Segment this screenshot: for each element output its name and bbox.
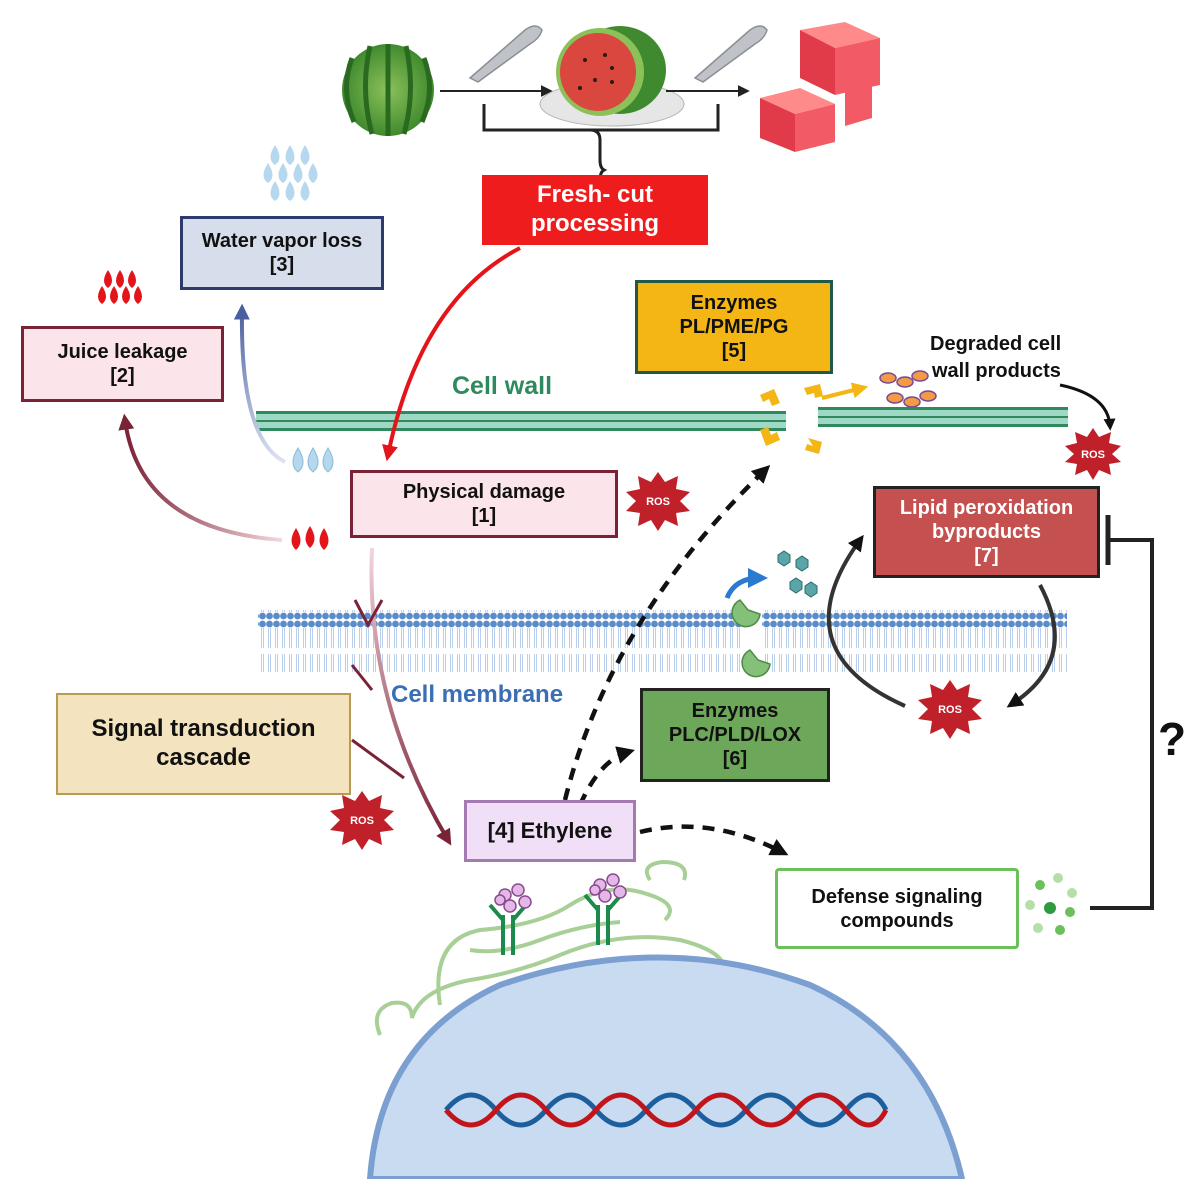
cell-membrane (258, 610, 1067, 672)
watermelon-icon (342, 44, 434, 136)
arrow-to-juice-leakage (118, 413, 283, 542)
physical-damage-box: Physical damage [1] (350, 470, 618, 538)
defense-compounds-icon (1025, 873, 1077, 935)
arrow-enzyme-to-products (821, 382, 869, 400)
juice-drops-icon (291, 526, 329, 550)
enzymes-plc-line2: PLC/PLD/LOX (668, 724, 802, 746)
degraded-label-line2: wall products (932, 360, 1061, 382)
ros-burst-icon: ROS (1065, 428, 1121, 480)
arrow-fresh-cut-to-damage (382, 246, 521, 462)
scalpel-icon (693, 25, 768, 83)
water-vapor-line2: [3] (269, 254, 295, 276)
enzymes-plc-line1: Enzymes (691, 700, 779, 722)
ethylene-box: [4] Ethylene (464, 800, 636, 862)
watermelon-cubes-icon (760, 22, 880, 152)
svg-text:ROS: ROS (350, 815, 374, 827)
cycle-arrow-lower (1006, 584, 1057, 708)
scalpel-icon (468, 25, 543, 83)
degraded-label-line1: Degraded cell (930, 333, 1062, 355)
arrow-ethylene-to-pl (562, 464, 771, 801)
arrow-ethylene-to-defense (639, 824, 789, 856)
enzymes-pl-line2: PL/PME/PG (679, 316, 789, 338)
defense-line1: Defense signaling (811, 885, 983, 908)
fresh-cut-line2: processing (530, 210, 660, 237)
signal-branches (350, 599, 405, 780)
svg-text:ROS: ROS (1081, 449, 1105, 461)
lipid-line2: byproducts (932, 521, 1041, 543)
water-vapor-line1: Water vapor loss (201, 230, 363, 252)
arrow-enzyme-product (724, 568, 768, 600)
lipid-line3: [7] (974, 545, 999, 567)
nucleus-icon (366, 954, 966, 1179)
degraded-products-icon (879, 370, 937, 408)
juice-leakage-line2: [2] (110, 365, 135, 387)
cell-wall (256, 407, 1068, 431)
ros-burst-icon: ROS (626, 472, 690, 531)
defense-signaling-box: Defense signaling compounds (775, 868, 1019, 949)
physical-damage-line2: [1] (471, 505, 497, 527)
signal-line2: cascade (156, 744, 251, 771)
juice-leakage-box: Juice leakage [2] (21, 326, 224, 402)
juice-drops-icon (98, 270, 142, 304)
enzyme-icon (731, 599, 771, 678)
arrow-damage-to-ethylene (369, 547, 452, 846)
dna-icon (444, 1092, 889, 1128)
cell-wall-label: Cell wall (452, 372, 553, 400)
enzymes-plc-line3: [6] (722, 748, 748, 770)
arrow-to-water-vapor (233, 303, 286, 464)
arrow-ethylene-to-plc (577, 746, 635, 806)
question-mark: ? (1156, 712, 1189, 766)
inhibition-line (1090, 538, 1154, 910)
ros-burst-icon: ROS (330, 791, 394, 850)
watermelon-half-icon (539, 26, 685, 127)
physical-damage-line1: Physical damage (402, 481, 566, 503)
lipid-fragments-icon (777, 550, 818, 598)
arrow-degraded-to-ros (1059, 383, 1116, 431)
enzymes-plc-pld-lox-box: Enzymes PLC/PLD/LOX [6] (640, 688, 830, 782)
ethylene-text: [4] Ethylene (487, 817, 613, 843)
receptor-icon (488, 883, 532, 955)
ros-burst-icon: ROS (918, 680, 982, 739)
fresh-cut-processing-box: Fresh- cut processing (482, 175, 708, 245)
bracket-stem (589, 128, 608, 181)
bracket (482, 104, 720, 132)
signal-transduction-box: Signal transduction cascade (56, 693, 351, 795)
enzymes-pl-line3: [5] (721, 340, 747, 362)
receptor-icon (583, 873, 627, 945)
cycle-arrow-upper (826, 534, 906, 708)
svg-text:ROS: ROS (646, 496, 670, 508)
cell-membrane-label: Cell membrane (391, 681, 564, 708)
signal-line1: Signal transduction (91, 715, 316, 743)
enzymes-pl-pme-pg-box: Enzymes PL/PME/PG [5] (635, 280, 833, 374)
svg-text:ROS: ROS (938, 704, 962, 716)
water-vapor-loss-box: Water vapor loss [3] (180, 216, 384, 290)
lipid-peroxidation-box: Lipid peroxidation byproducts [7] (873, 486, 1100, 578)
enzymes-pl-line1: Enzymes (690, 292, 778, 314)
defense-line2: compounds (840, 909, 954, 932)
water-drops-icon (263, 145, 318, 201)
enzyme-icon (760, 384, 823, 454)
juice-leakage-line1: Juice leakage (57, 341, 188, 363)
lipid-line1: Lipid peroxidation (899, 497, 1074, 519)
fresh-cut-line1: Fresh- cut (536, 181, 653, 209)
water-drops-icon (292, 447, 334, 473)
